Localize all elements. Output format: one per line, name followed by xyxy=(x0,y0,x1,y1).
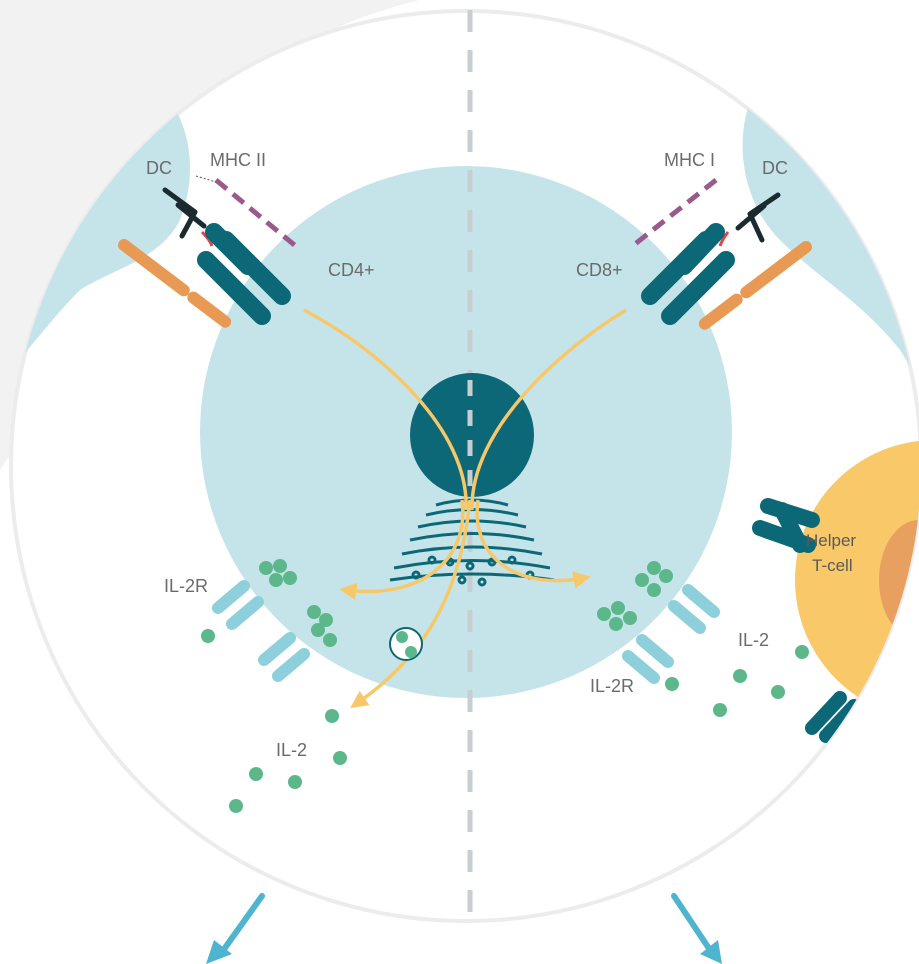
label-il-2-right: IL-2 xyxy=(738,630,769,650)
costim-molecule-right xyxy=(684,241,812,341)
il-2-molecules-right xyxy=(713,645,809,717)
background-shape xyxy=(0,0,420,470)
label-dc-left: DC xyxy=(146,158,172,178)
il-2r-left xyxy=(201,559,337,682)
antigen-right xyxy=(718,231,730,247)
mhc-i-molecule xyxy=(735,192,781,243)
antigen-left xyxy=(200,230,214,247)
down-arrow-left xyxy=(206,893,265,964)
down-arrow-right xyxy=(671,893,722,964)
label-cd4: CD4+ xyxy=(328,260,375,280)
tcr-right xyxy=(641,223,735,325)
label-il-2-left: IL-2 xyxy=(276,740,307,760)
label-il-2r-right: IL-2R xyxy=(590,676,634,696)
right-synapse xyxy=(628,178,812,341)
nucleus xyxy=(410,373,534,497)
label-mhc-ii: MHC II xyxy=(210,150,266,170)
label-cd8: CD8+ xyxy=(576,260,623,280)
label-t-cell: T-cell xyxy=(812,556,853,575)
helper-receptor-bottom xyxy=(805,691,861,743)
mhc-i-dashed xyxy=(628,178,718,250)
mhc-ii-molecule xyxy=(162,187,207,239)
costim-molecule-left xyxy=(118,239,246,339)
il-2-molecules-left xyxy=(229,709,347,813)
signal-arrows xyxy=(303,308,627,708)
il-2r-right xyxy=(597,561,720,691)
label-dc-right: DC xyxy=(762,158,788,178)
helper-t-cell xyxy=(795,440,919,720)
helper-receptor-top xyxy=(752,498,820,553)
tcr-left xyxy=(197,223,291,325)
label-mhc-i: MHC I xyxy=(664,150,715,170)
mhc-ii-dashed xyxy=(214,178,300,250)
label-helper: Helper xyxy=(806,531,856,550)
left-synapse xyxy=(118,175,300,339)
label-il-2r-left: IL-2R xyxy=(164,576,208,596)
